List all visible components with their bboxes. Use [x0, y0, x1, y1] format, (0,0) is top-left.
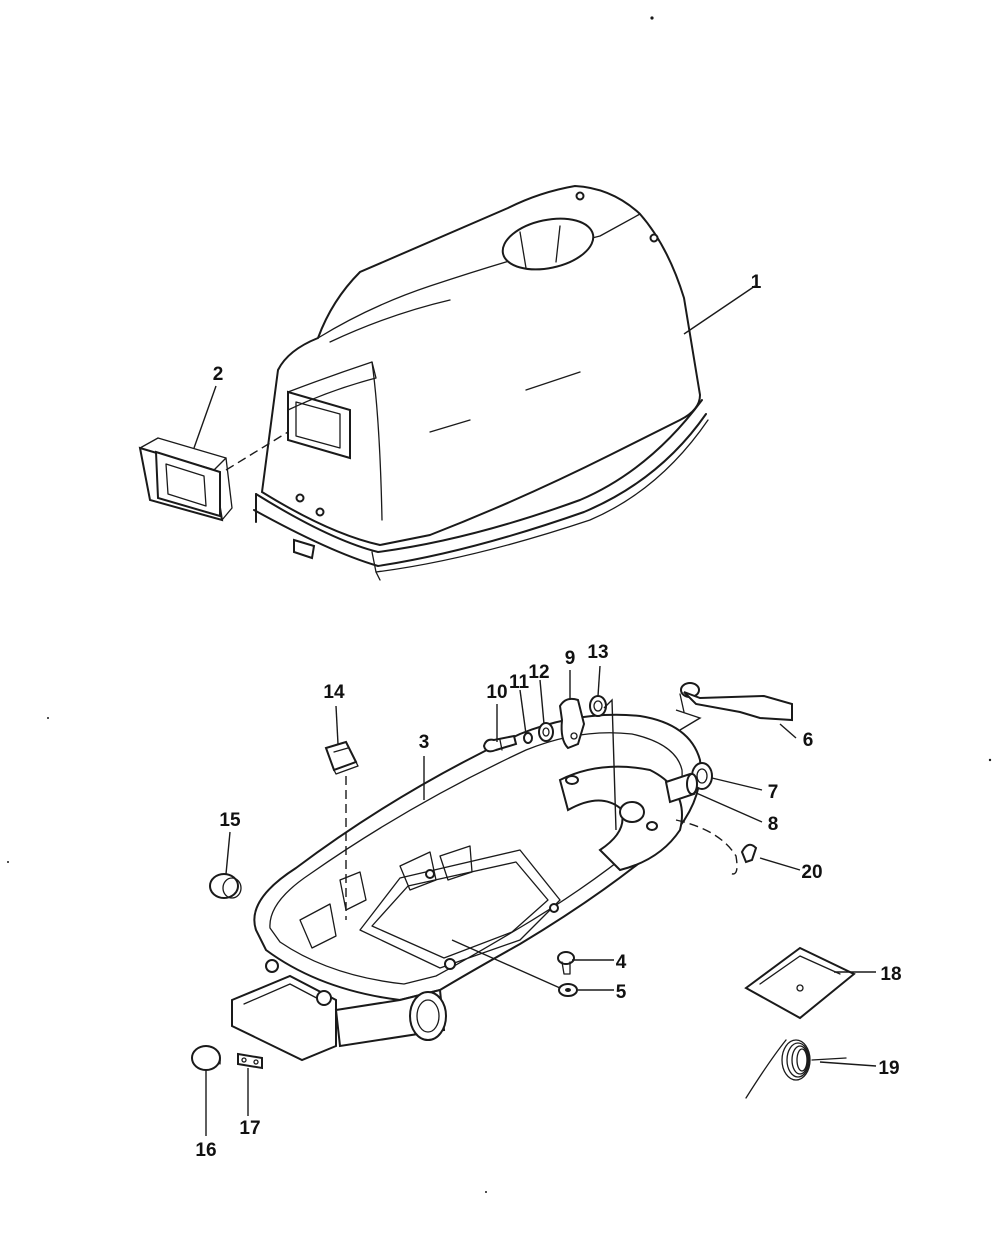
scan-specks — [7, 16, 992, 1193]
callout-17: 17 — [239, 1118, 260, 1139]
callout-13: 13 — [587, 642, 608, 663]
callout-18: 18 — [880, 964, 901, 985]
callout-16: 16 — [195, 1140, 216, 1161]
washer-part-5 — [558, 983, 578, 997]
seal-part-13 — [589, 695, 607, 717]
screw-guide-line — [451, 939, 561, 989]
intake-grommet-part — [138, 437, 233, 522]
callout-2: 2 — [213, 364, 224, 385]
latch-assembly-guide — [603, 698, 617, 831]
decal-part-18 — [744, 946, 856, 1020]
spring-part-19 — [745, 1039, 847, 1099]
washer-part-11 — [523, 732, 533, 744]
callout-6: 6 — [803, 730, 814, 751]
screw-part-10 — [482, 734, 518, 753]
pin-dashed-guide — [675, 819, 738, 875]
callout-4: 4 — [616, 952, 627, 973]
callout-labels: 1 2 3 4 5 6 7 8 9 10 11 12 13 14 15 16 1… — [195, 272, 901, 1161]
plug-part-14 — [324, 740, 359, 775]
handle-guide — [675, 709, 702, 731]
callout-8: 8 — [768, 814, 779, 835]
callout-7: 7 — [768, 782, 779, 803]
callout-19: 19 — [878, 1058, 899, 1079]
screw-part-4 — [557, 951, 575, 975]
spacer-part-8 — [664, 772, 698, 804]
grommet-dashed-guide — [225, 431, 289, 471]
latch-bracket-part-9 — [558, 697, 586, 750]
callout-12: 12 — [528, 662, 549, 683]
callout-20: 20 — [801, 862, 822, 883]
callout-9: 9 — [565, 648, 576, 669]
plug-part-16 — [191, 1045, 221, 1071]
handle-lever-part-6 — [679, 682, 793, 722]
callout-14: 14 — [323, 682, 345, 703]
clip-part-17 — [237, 1052, 263, 1070]
pin-part-20 — [740, 843, 758, 864]
callout-10: 10 — [486, 682, 507, 703]
leader-lines — [193, 285, 877, 1136]
callout-3: 3 — [419, 732, 430, 753]
callout-5: 5 — [616, 982, 627, 1003]
callout-1: 1 — [751, 272, 762, 293]
callout-11: 11 — [509, 672, 530, 693]
grommet-part-15 — [209, 873, 242, 899]
callout-15: 15 — [219, 810, 241, 831]
top-cowl-part — [253, 184, 709, 581]
washer-part-12 — [538, 722, 554, 742]
bottom-cowl-part — [231, 713, 702, 1062]
